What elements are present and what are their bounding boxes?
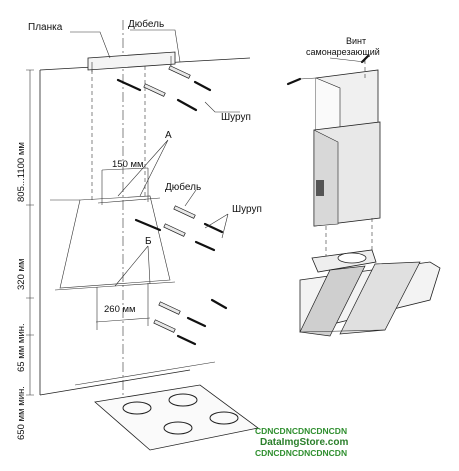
middle-fasteners bbox=[134, 205, 224, 252]
hood-body bbox=[299, 249, 441, 337]
dim-65-min: 65 мм мин. bbox=[16, 323, 27, 372]
hood-assembly-drawing bbox=[286, 54, 441, 337]
wall-installation-drawing bbox=[26, 20, 259, 451]
label-point-a: А bbox=[165, 130, 172, 141]
bottom-fasteners bbox=[153, 298, 228, 346]
dim-height-range: 805...1100 мм bbox=[16, 142, 27, 202]
label-dowel-mid: Дюбель bbox=[165, 181, 201, 193]
label-screw-line1: Винт bbox=[346, 36, 366, 46]
label-screw-top: Шуруп bbox=[221, 112, 251, 123]
dim-260: 260 мм bbox=[104, 304, 136, 315]
watermark-line3: CDNCDNCDNCDNCDN bbox=[255, 448, 347, 458]
dim-650-min: 650 мм мин. bbox=[16, 386, 27, 440]
label-screw-line2: самонарезающий bbox=[306, 47, 380, 57]
label-screw-mid: Шуруп bbox=[232, 204, 262, 215]
watermark-line1: CDNCDNCDNCDNCDN bbox=[255, 426, 347, 436]
label-point-b: Б bbox=[145, 236, 152, 247]
dim-320: 320 мм bbox=[16, 258, 27, 290]
mounting-bracket bbox=[87, 51, 176, 72]
watermark-line2: DataImgStore.com bbox=[260, 437, 348, 448]
label-bracket: Планка bbox=[28, 22, 63, 33]
watermark: CDNCDNCDNCDNCDN DataImgStore.com CDNCDNC… bbox=[255, 426, 348, 458]
top-fasteners bbox=[116, 65, 212, 112]
dim-150: 150 мм bbox=[112, 159, 144, 170]
label-dowel-top: Дюбель bbox=[128, 18, 164, 30]
cooktop bbox=[94, 384, 259, 451]
